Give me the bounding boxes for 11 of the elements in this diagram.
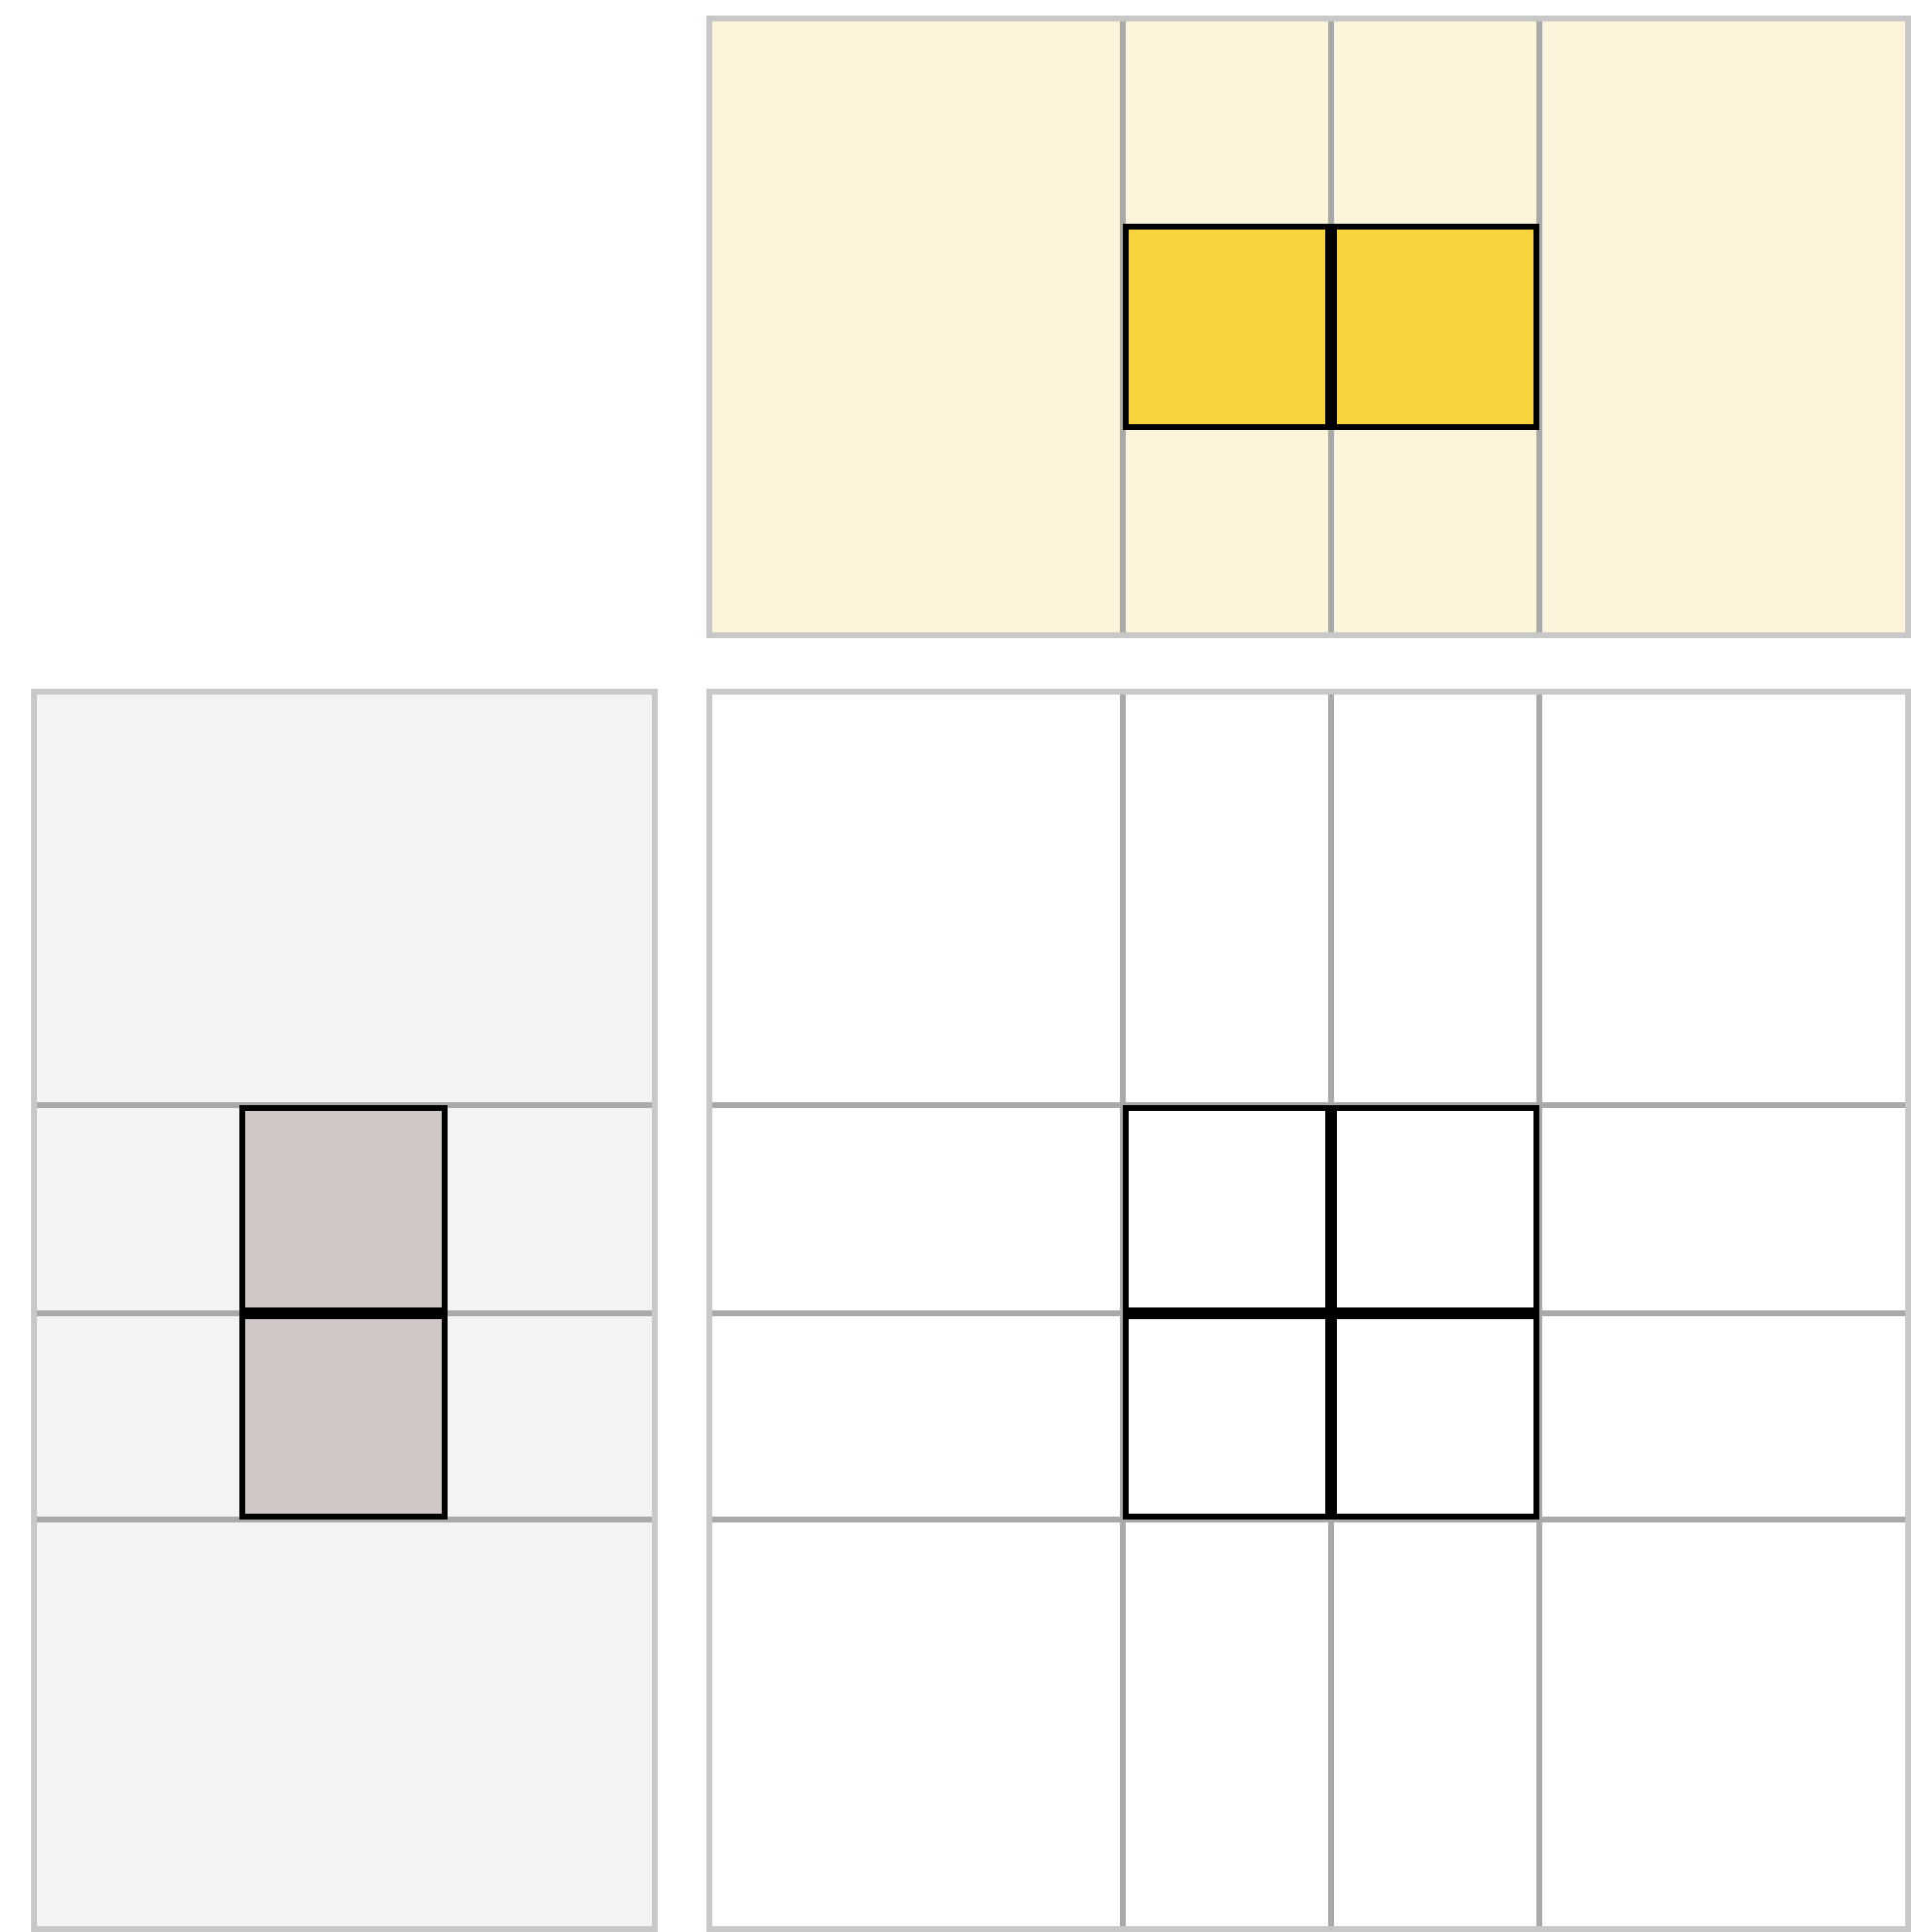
panel xyxy=(31,689,658,1932)
outlined-cell xyxy=(1331,1313,1539,1520)
highlighted-cell xyxy=(1331,224,1539,430)
highlighted-cell xyxy=(239,1105,448,1313)
highlighted-cell xyxy=(1123,224,1331,430)
panel xyxy=(706,16,1911,638)
outlined-cell xyxy=(1331,1105,1539,1313)
highlighted-cell xyxy=(239,1313,448,1520)
panel xyxy=(706,689,1911,1932)
outlined-cell xyxy=(1123,1105,1331,1313)
outlined-cell xyxy=(1123,1313,1331,1520)
